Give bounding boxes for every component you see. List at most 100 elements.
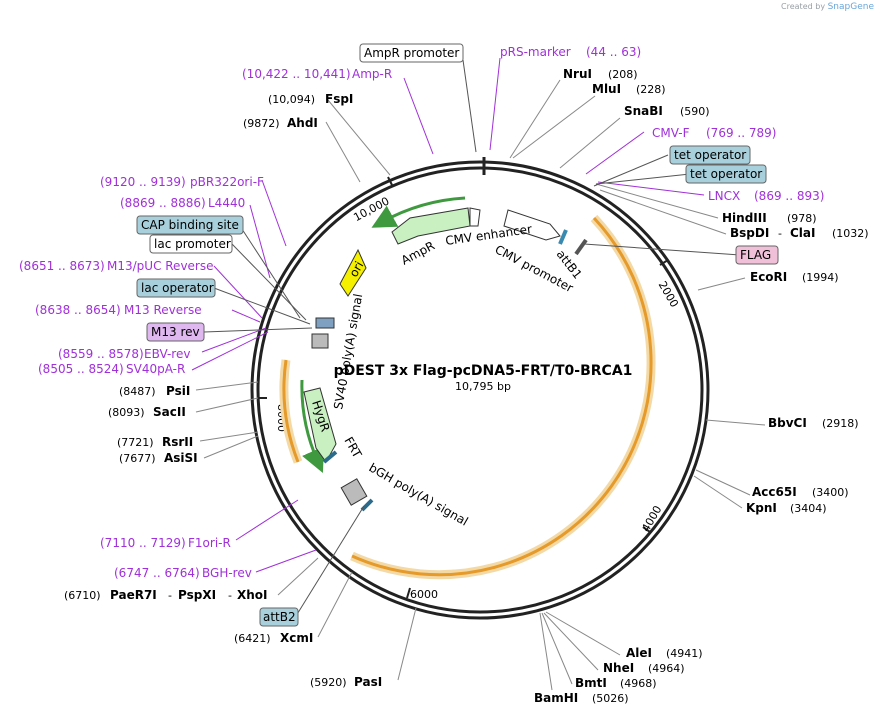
box-label: FLAG [740, 248, 771, 262]
enzyme-position: (978) [787, 212, 817, 225]
tick-mark [642, 526, 651, 533]
enzyme-name: AsiSI [164, 451, 198, 465]
enzyme-position: (1032) [832, 227, 869, 240]
tick-mark [406, 587, 411, 599]
enzyme-position: (208) [608, 68, 638, 81]
primer-name: L4440 [208, 196, 245, 210]
enzyme-name: PspXI [178, 588, 216, 602]
label-ori: ori [346, 259, 366, 280]
enzyme-name: AleI [626, 646, 652, 660]
brca1-arc-halo [350, 214, 656, 580]
enzyme-position: (6710) [64, 589, 101, 602]
box-tet-operator-2[interactable] [685, 164, 767, 184]
ampr-promoter-feature[interactable] [469, 207, 481, 227]
brca1-arc [351, 216, 653, 577]
enzyme-position: (3400) [812, 486, 849, 499]
box-lac-operator[interactable] [136, 278, 216, 298]
primer-range: (8505 .. 8524) [38, 362, 124, 376]
box-label: tet operator [674, 148, 746, 162]
enzyme-name: PasI [354, 675, 382, 689]
enzyme-name: HindIII [722, 211, 767, 225]
enzyme-name: NruI [563, 67, 592, 81]
enzyme-name: SnaBI [624, 104, 663, 118]
enzyme-name: NheI [603, 661, 634, 675]
tick-6000: 6000 [410, 588, 438, 601]
box-label: lac operator [141, 281, 214, 295]
enzyme-name: ClaI [790, 226, 815, 240]
enzyme-name: PsiI [166, 384, 190, 398]
primer-range: (6747 .. 6764) [114, 566, 200, 580]
box-m13-rev[interactable] [146, 322, 205, 342]
enzyme-position: (4968) [620, 677, 657, 690]
enzyme-name: AhdI [287, 116, 318, 130]
cmv-enhancer-feature[interactable] [503, 209, 561, 241]
primer-name: EBV-rev [144, 347, 190, 361]
enzyme-leaders [195, 79, 766, 691]
box-flag[interactable] [735, 245, 779, 265]
enzyme-name: BamHI [534, 691, 578, 705]
primer-range: (7110 .. 7129) [100, 536, 186, 550]
enzyme-position: (3404) [790, 502, 827, 515]
primer-name: Amp-R [352, 67, 392, 81]
enzyme-position: (5026) [592, 692, 629, 705]
enzyme-name: PaeR7I [110, 588, 157, 602]
enzyme-name: MluI [592, 82, 621, 96]
enzyme-position: (4964) [648, 662, 685, 675]
tick-2000: 2000 [656, 279, 681, 310]
ampr-inner-arrow [371, 196, 466, 228]
primer-name: CMV-F [652, 126, 690, 140]
plasmid-name: pDEST 3x Flag-pcDNA5-FRT/T0-BRCA1 [334, 363, 633, 379]
enzyme-position: (10,094) [268, 93, 315, 106]
enzyme-name: SacII [153, 405, 186, 419]
enzyme-position: (8093) [108, 406, 145, 419]
enzyme-position: (228) [636, 83, 666, 96]
ori-feature[interactable] [339, 248, 367, 297]
box-attb2[interactable] [259, 607, 299, 627]
enzyme-position: (590) [680, 105, 710, 118]
primer-range: (8638 .. 8654) [35, 303, 121, 317]
tick-mark [387, 176, 393, 186]
sv40-polya-feature[interactable] [311, 333, 329, 349]
enzyme-name: XcmI [280, 631, 313, 645]
box-label: CAP binding site [141, 218, 239, 232]
enzyme-name: FspI [325, 92, 353, 106]
primer-range: (44 .. 63) [586, 45, 641, 59]
bgh-polya-feature[interactable] [340, 478, 368, 506]
lac-operator-feature[interactable] [315, 317, 335, 329]
enzyme-name: BmtI [575, 676, 607, 690]
primer-name: LNCX [708, 189, 740, 203]
enzyme-position: (6421) [234, 632, 271, 645]
primer-range: (8651 .. 8673) [19, 259, 105, 273]
enzyme-separator: - [778, 227, 782, 240]
enzyme-name: KpnI [746, 501, 777, 515]
attb1-feature[interactable] [558, 229, 568, 245]
box-cap-binding-site[interactable] [136, 215, 244, 235]
box-ampr-promoter[interactable] [359, 43, 464, 63]
snapgene-credit: Created by SnapGene [781, 2, 874, 12]
enzyme-separator: - [228, 589, 232, 602]
flag-feature[interactable] [574, 238, 588, 256]
enzyme-separator: - [168, 589, 172, 602]
box-lac-promoter[interactable] [149, 234, 233, 254]
primer-leaders [191, 57, 705, 573]
backbone-outer [250, 160, 710, 620]
enzyme-position: (7721) [117, 436, 154, 449]
orange-small-arc [282, 359, 300, 463]
primer-name: M13/pUC Reverse [107, 259, 214, 273]
plasmid-size: 10,795 bp [455, 380, 511, 393]
hygr-feature[interactable] [303, 387, 337, 463]
primer-name: F1ori-R [188, 536, 231, 550]
primer-range: (769 .. 789) [706, 126, 776, 140]
label-bgh-polya: bGH poly(A) signal [367, 460, 471, 528]
credit-text: Created by [781, 2, 826, 11]
box-label: M13 rev [151, 325, 200, 339]
enzyme-position: (1994) [802, 271, 839, 284]
box-tet-operator-1[interactable] [669, 145, 751, 165]
attb2-feature[interactable] [360, 498, 374, 512]
frt-feature[interactable] [322, 450, 338, 464]
enzyme-name: EcoRI [750, 270, 787, 284]
primer-range: (10,422 .. 10,441) [242, 67, 351, 81]
enzyme-name: RsrII [162, 435, 193, 449]
box-label: lac promoter [154, 237, 231, 251]
